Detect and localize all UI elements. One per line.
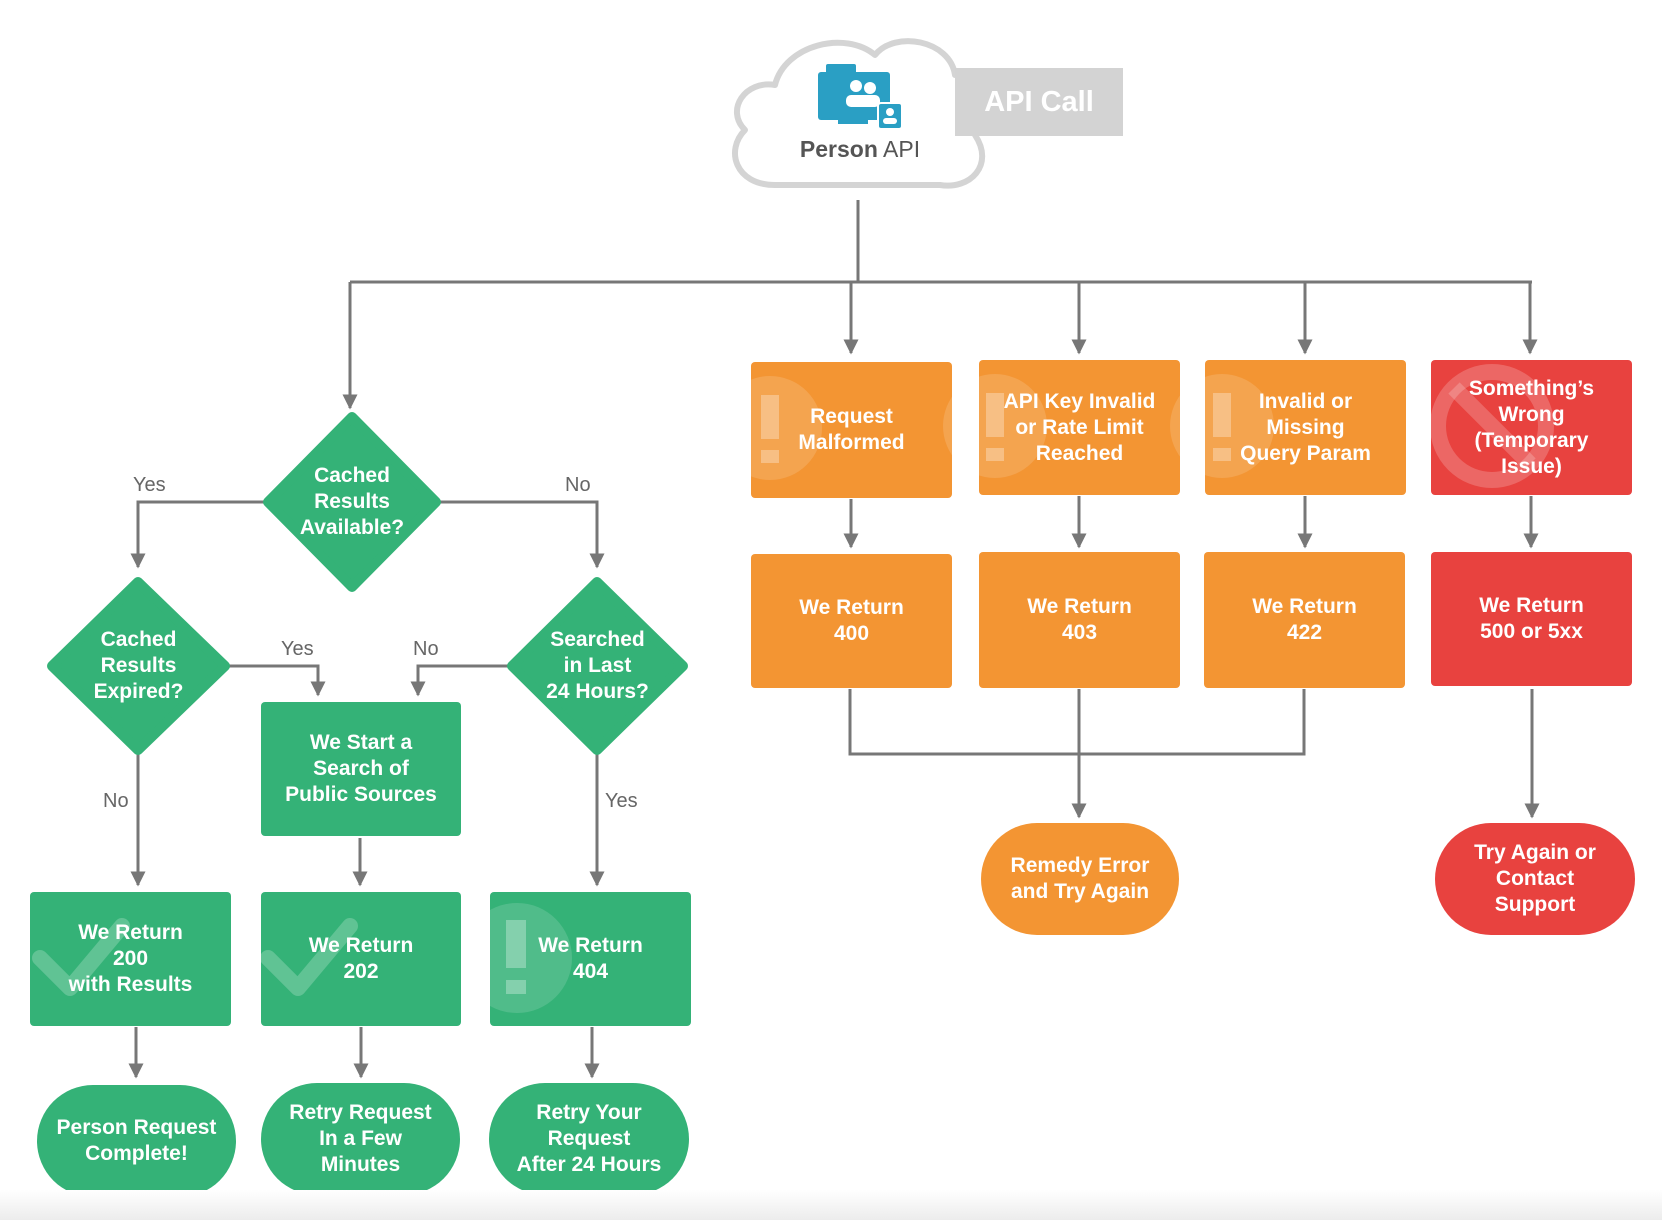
- decision-cached-expired-text: Cached Results Expired?: [93, 628, 184, 703]
- label-no: No: [565, 474, 591, 496]
- label-yes: Yes: [281, 638, 314, 660]
- terminal-retry-minutes: [261, 1083, 460, 1195]
- box-query-param: [1205, 360, 1406, 495]
- terminal-retry-24h: [489, 1083, 689, 1195]
- arrow-expired-yes-to-search: [225, 664, 326, 697]
- checkmark-icon: [32, 918, 130, 996]
- temporary-text: Something’s Wrong (Temporary Issue): [1468, 376, 1595, 478]
- box-temporary: [1431, 360, 1632, 495]
- decision-cached-expired: [47, 577, 230, 755]
- return-422-text: We Return 422: [1252, 595, 1357, 644]
- box-return-200: [30, 892, 231, 1026]
- person-api-icon: [818, 64, 903, 130]
- terminal-remedy: [981, 823, 1179, 935]
- label-no: No: [413, 638, 439, 660]
- warning-icon: [1170, 374, 1274, 478]
- floor-shadow: [0, 1190, 1662, 1220]
- arrow-searched-no-to-search: [410, 664, 512, 697]
- box-return-422: [1204, 552, 1405, 688]
- malformed-text: Request Malformed: [798, 405, 905, 454]
- remedy-text: Remedy Error and Try Again: [1010, 854, 1150, 903]
- return-404-text: We Return 404: [538, 934, 643, 983]
- box-return-500: [1431, 552, 1632, 686]
- box-return-403: [979, 552, 1180, 688]
- cloud-label-normal: API: [877, 136, 921, 162]
- cloud-label: Person API: [760, 136, 960, 163]
- support-text: Try Again or Contact Support: [1474, 841, 1596, 916]
- query-param-text: Invalid or Missing Query Param: [1240, 389, 1371, 465]
- box-return-400: [751, 554, 952, 688]
- connectors: [128, 200, 1540, 1079]
- box-start-search: [261, 702, 461, 836]
- terminal-support: [1435, 823, 1635, 935]
- box-return-202: [261, 892, 461, 1026]
- arrow-no-to-searched: [436, 500, 605, 569]
- label-no: No: [103, 790, 129, 812]
- connector-400-merge: [848, 689, 1306, 756]
- box-malformed: [751, 362, 952, 498]
- cloud-label-bold: Person: [799, 136, 878, 162]
- warning-icon: [943, 374, 1047, 478]
- label-yes: Yes: [605, 790, 638, 812]
- warning-icon: [462, 903, 572, 1013]
- decision-searched-24h: [507, 577, 688, 755]
- return-202-text: We Return 202: [308, 934, 414, 983]
- box-api-key: [979, 360, 1180, 495]
- decision-searched-24h-text: Searched in Last 24 Hours?: [546, 628, 649, 703]
- return-403-text: We Return 403: [1027, 595, 1132, 644]
- api-call-label: API Call: [955, 68, 1123, 136]
- prohibited-icon: [1430, 364, 1554, 488]
- retry-minutes-text: Retry Request In a Few Minutes: [289, 1101, 432, 1176]
- arrow-yes-to-expired: [130, 500, 268, 569]
- label-yes: Yes: [133, 474, 166, 496]
- retry-24h-text: Retry Your Request After 24 Hours: [516, 1101, 662, 1176]
- checkmark-icon: [260, 918, 358, 996]
- api-key-text: API Key Invalid or Rate Limit Reached: [1003, 389, 1156, 465]
- warning-icon: [718, 376, 822, 480]
- decision-cached-available: [263, 412, 441, 592]
- return-200-text: We Return 200 with Results: [68, 921, 193, 996]
- box-return-404: [490, 892, 691, 1026]
- terminal-complete: [37, 1085, 236, 1197]
- start-search-text: We Start a Search of Public Sources: [285, 731, 437, 806]
- return-400-text: We Return 400: [799, 596, 904, 645]
- complete-text: Person Request Complete!: [56, 1116, 217, 1165]
- decision-cached-available-text: Cached Results Available?: [299, 464, 405, 539]
- return-500-text: We Return 500 or 5xx: [1479, 594, 1584, 643]
